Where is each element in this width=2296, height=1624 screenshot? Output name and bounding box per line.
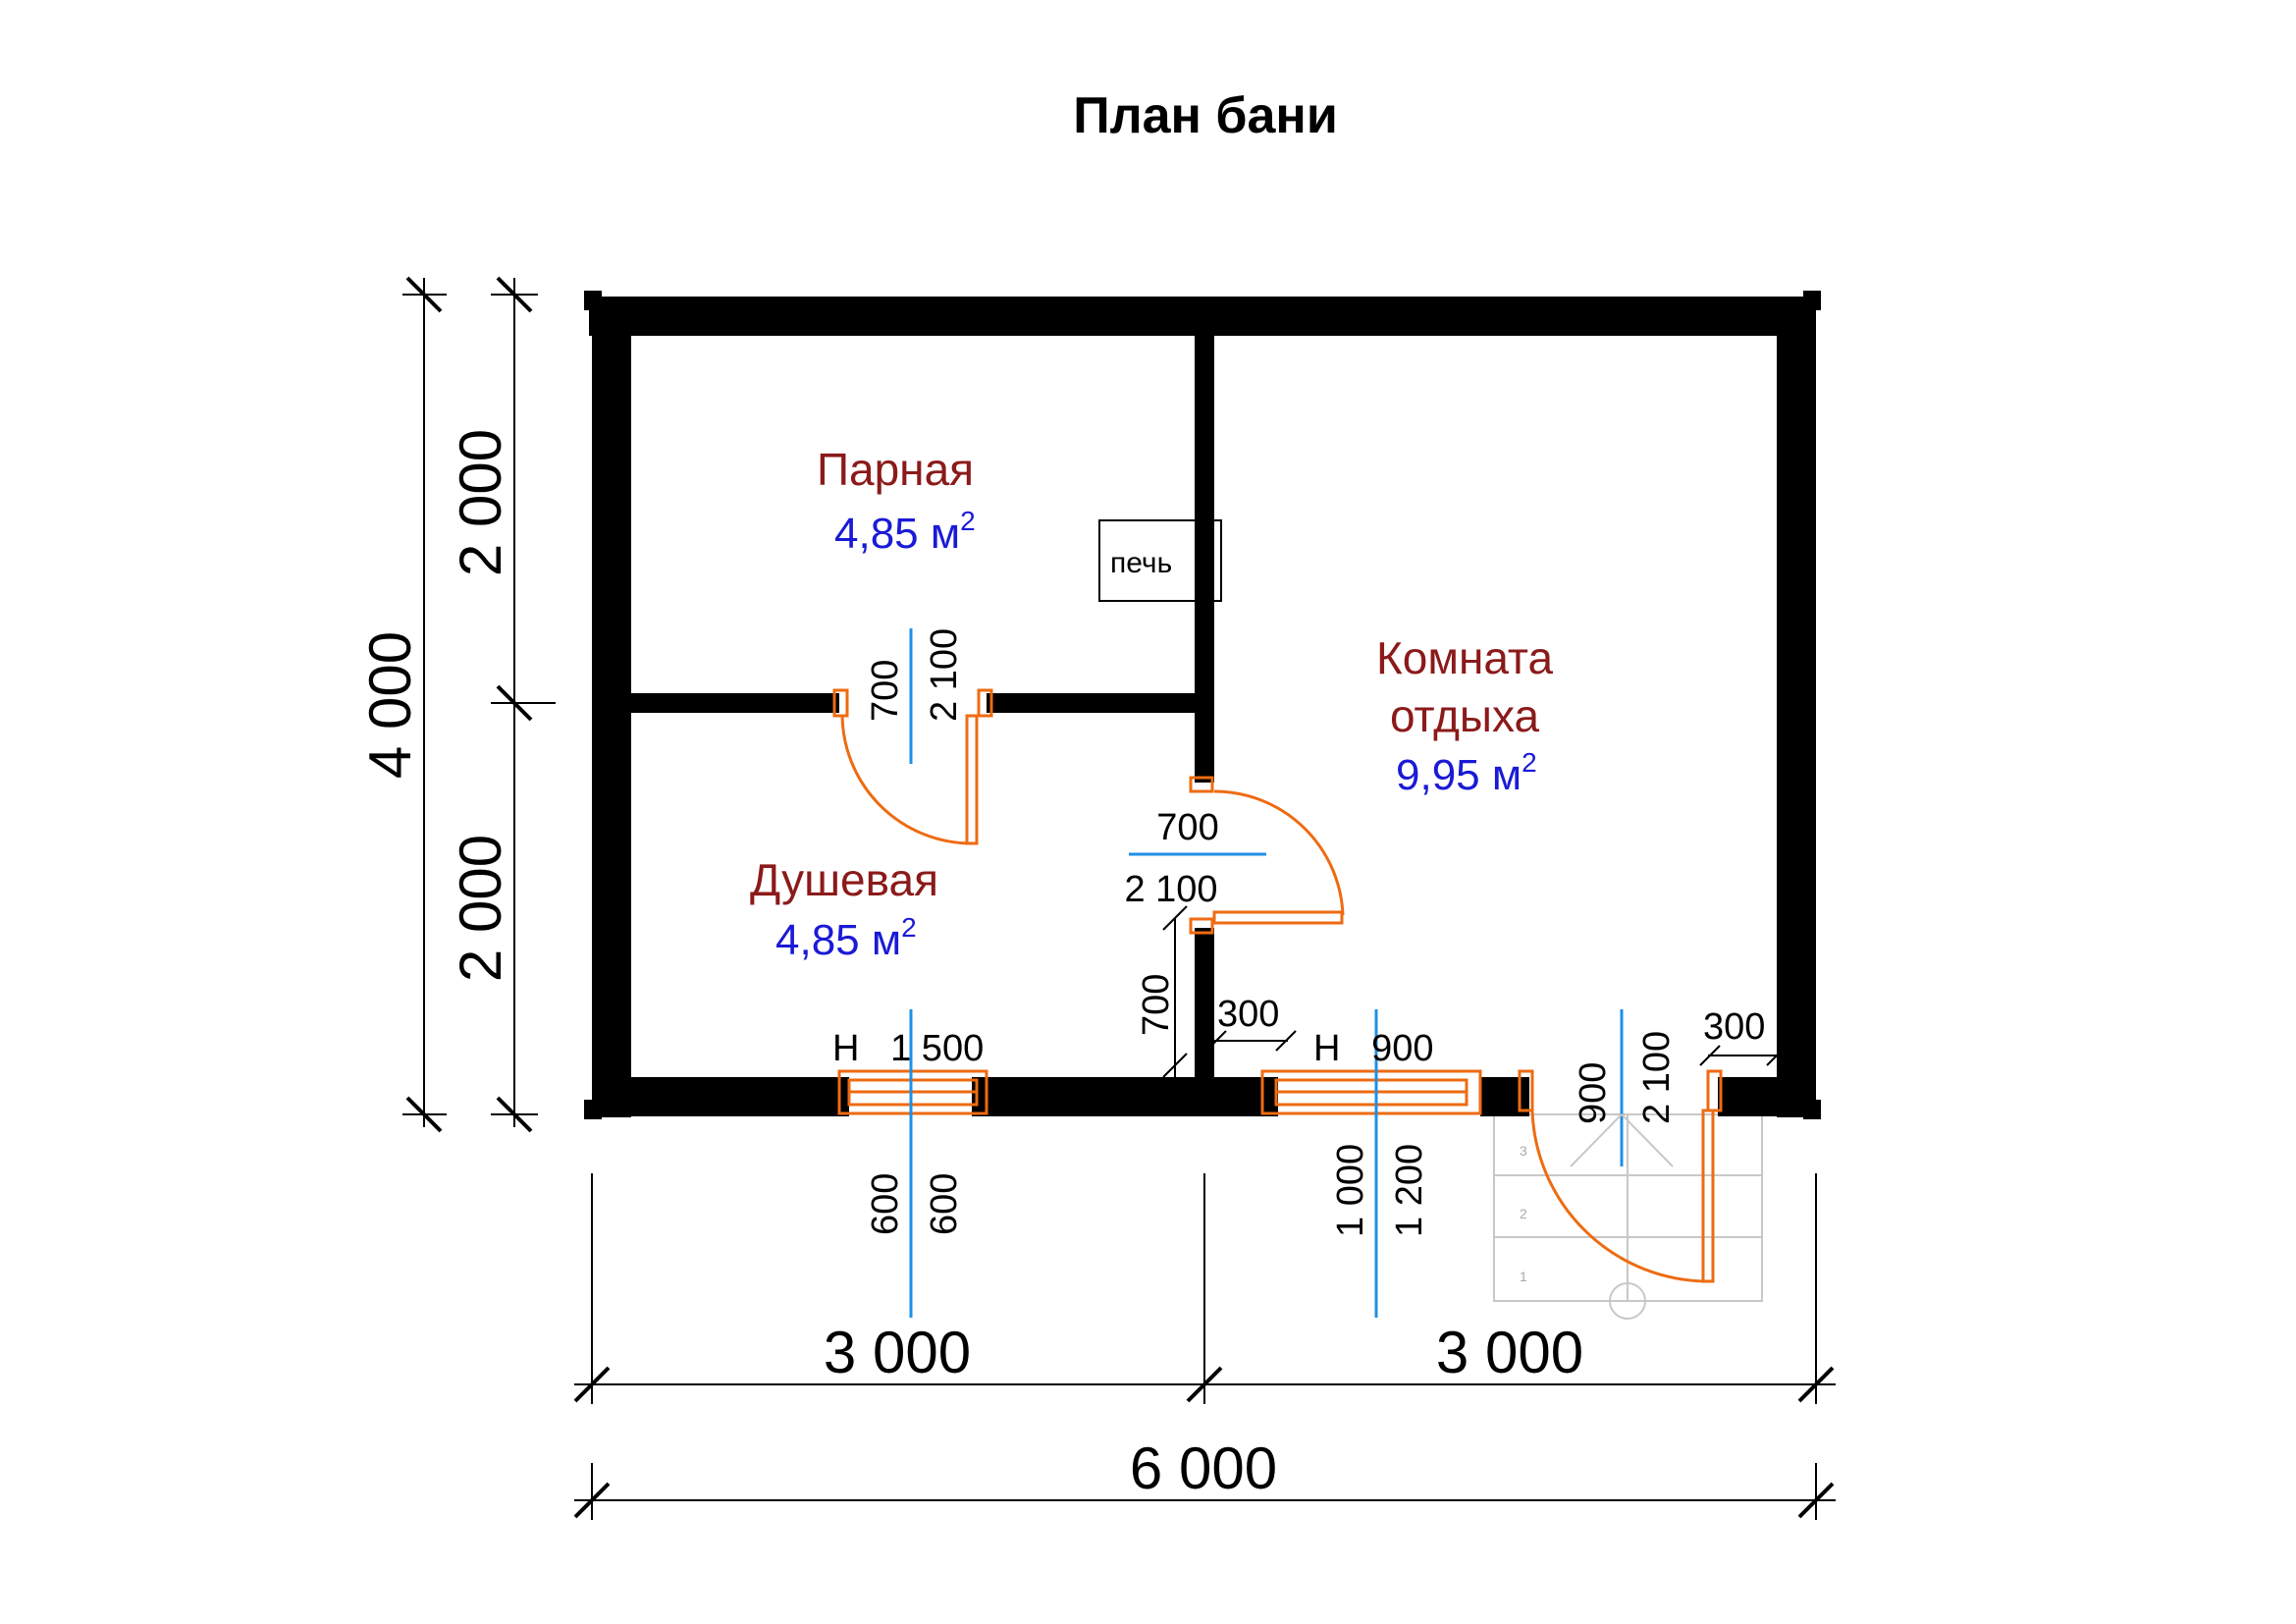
window-rest-label: Н 900: [1313, 1028, 1434, 1069]
room-steam-name: Парная: [817, 444, 974, 495]
window-shower-sill: 600: [865, 1173, 906, 1235]
door-steam-width: 700: [865, 660, 906, 722]
door-rest-height: 2 100: [1124, 869, 1217, 910]
vertical-dimension-lines: [402, 276, 556, 1133]
door-rest-room: [1129, 776, 1345, 935]
stair-step-1: 1: [1520, 1269, 1527, 1284]
dim-left-width: 3 000: [824, 1320, 971, 1385]
room-shower-area: 4,85 м2: [775, 912, 917, 964]
plan-title: План бани: [1073, 87, 1338, 144]
door-entry: [1518, 1009, 1723, 1283]
dim-top-height: 2 000: [448, 429, 513, 576]
window-rest-sill: 1 000: [1330, 1144, 1371, 1237]
room-steam-area: 4,85 м2: [834, 506, 976, 558]
dim-right-width: 3 000: [1436, 1320, 1583, 1385]
room-rest-name-line1: Комната: [1376, 632, 1554, 683]
entry-stairs: 3 2 1: [1493, 1113, 1763, 1320]
room-rest-name-line2: отдыха: [1390, 690, 1540, 741]
room-shower-name: Душевая: [750, 854, 938, 905]
window-shower-label: Н 1 500: [832, 1028, 984, 1069]
window-shower-height: 600: [924, 1173, 965, 1235]
door-entry-width: 900: [1573, 1062, 1614, 1124]
door-steam-height: 2 100: [924, 628, 965, 722]
door-rest-offset: 700: [1136, 974, 1177, 1036]
door-rest-width: 700: [1156, 807, 1218, 848]
window-rest: [1260, 1009, 1482, 1318]
dim-bottom-height: 2 000: [448, 835, 513, 982]
walls: [584, 291, 1821, 1119]
dim-total-height: 4 000: [357, 631, 423, 779]
stair-step-2: 2: [1520, 1206, 1527, 1221]
door-entry-gap-dim: [1699, 1045, 1788, 1066]
dim-total-width: 6 000: [1130, 1435, 1277, 1501]
door-steam-room: [832, 628, 993, 845]
stove: [1098, 519, 1222, 602]
room-rest-area: 9,95 м2: [1396, 747, 1537, 799]
door-entry-gap: 300: [1703, 1006, 1765, 1048]
window-shower: [837, 1009, 988, 1318]
horizontal-dimension-lines: [573, 1173, 1836, 1520]
door-rest-gap: 300: [1217, 994, 1279, 1035]
door-entry-height: 2 100: [1636, 1031, 1678, 1124]
door-rest-offset-dims: [1162, 905, 1297, 1078]
window-rest-height: 1 200: [1389, 1144, 1430, 1237]
stove-label: печь: [1110, 547, 1172, 579]
stair-step-3: 3: [1520, 1143, 1527, 1159]
